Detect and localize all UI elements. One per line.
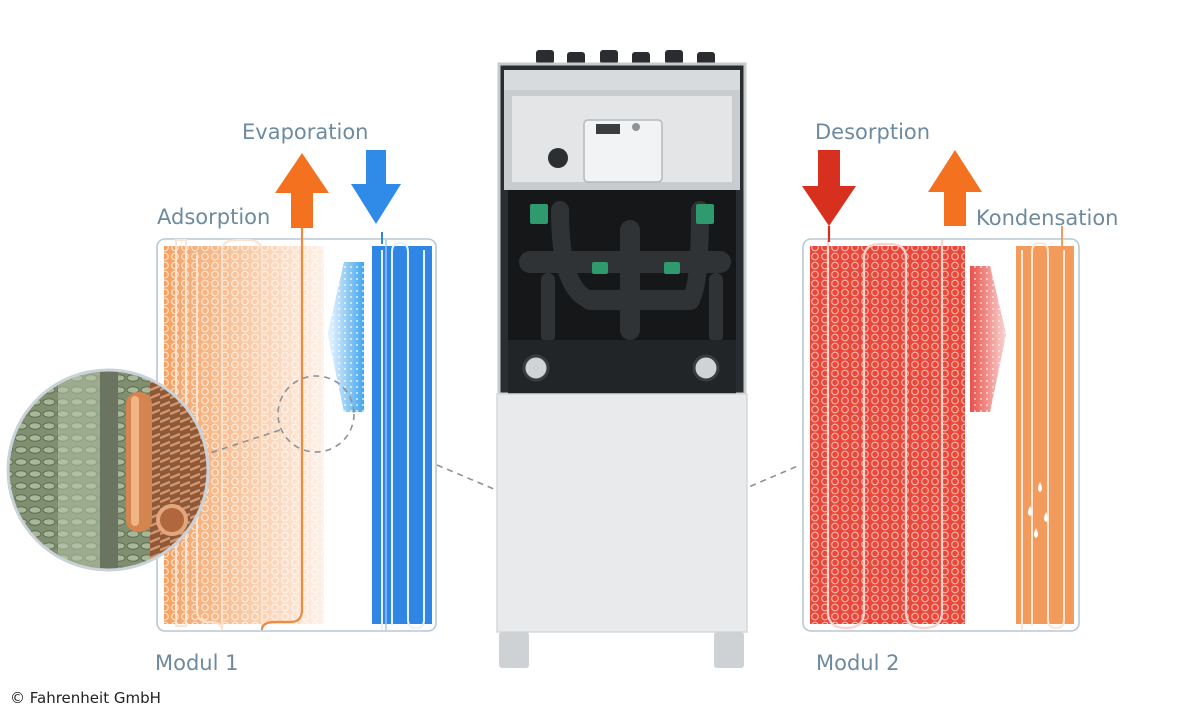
device-control-panel <box>583 119 663 183</box>
condensate-droplets <box>1028 482 1048 538</box>
label-kondensation: Kondensation <box>976 206 1118 230</box>
magnifier-circle-icon <box>6 368 210 572</box>
evaporator-spray <box>328 262 364 412</box>
copyright-notice: © Fahrenheit GmbH <box>10 689 161 707</box>
device-foot <box>499 632 529 668</box>
device-lower-cabinet <box>496 393 748 633</box>
label-desorption: Desorption <box>815 120 930 144</box>
evaporator-block <box>372 232 432 630</box>
label-modul-1: Modul 1 <box>155 651 238 675</box>
device-pipes <box>519 201 731 343</box>
arrow-up-icon <box>928 150 982 226</box>
label-modul-2: Modul 2 <box>816 651 899 675</box>
label-evaporation: Evaporation <box>242 120 368 144</box>
arrow-down-icon <box>802 150 856 226</box>
adsorber-block <box>164 228 324 631</box>
arrow-up-icon <box>275 153 329 228</box>
module-1 <box>156 228 437 632</box>
condenser-block <box>1016 226 1074 630</box>
label-adsorption: Adsorption <box>157 205 270 229</box>
device-foot <box>714 632 744 668</box>
desorber-vapour <box>970 266 1006 412</box>
zoom-target-circle <box>277 375 355 453</box>
device-valves <box>530 204 714 274</box>
arrow-down-icon <box>351 150 401 224</box>
module-2 <box>802 226 1080 632</box>
desorber-block <box>810 226 965 630</box>
heat-pump-device <box>496 50 748 668</box>
